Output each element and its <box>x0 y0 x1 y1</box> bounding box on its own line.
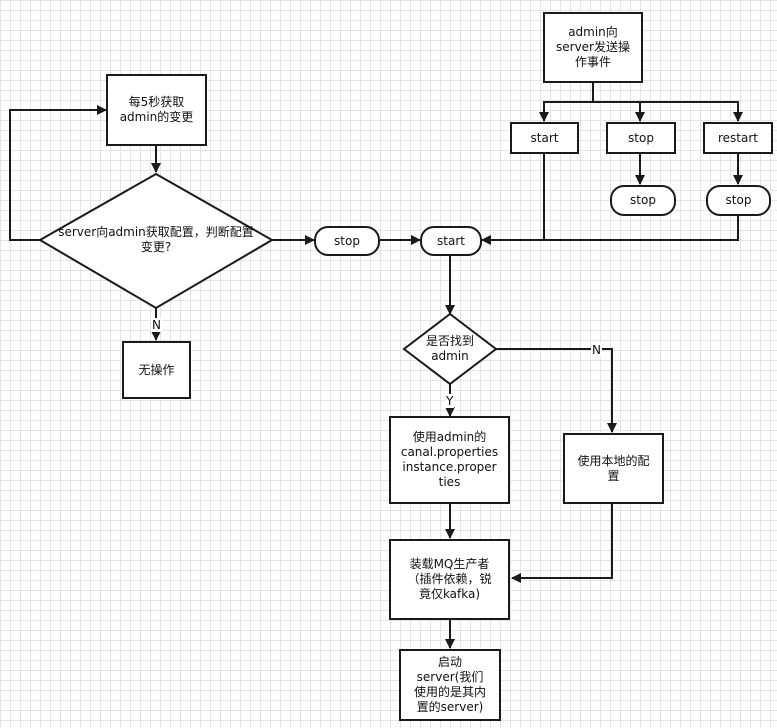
stop-state-under-restart: stop <box>706 185 771 216</box>
edge-restartstop-to-start <box>544 216 739 241</box>
edge-fetch-loop-back <box>9 105 107 241</box>
use-admin-config-box: 使用admin的 canal.properties instance.prope… <box>389 416 510 504</box>
start-state-center: start <box>420 226 482 256</box>
poll-admin-changes-box: 每5秒获取 admin的变更 <box>106 74 207 146</box>
stop-state-left: stop <box>314 226 380 256</box>
event-start-box: start <box>510 122 579 154</box>
launch-server-box: 启动 server(我们 使用的是其内 置的server) <box>399 649 501 721</box>
edge-btnstart-to-start <box>481 154 545 245</box>
found-admin-label: 是否找到 admin <box>425 334 474 363</box>
event-stop-box: stop <box>606 122 676 154</box>
edge-event-to-restart <box>593 101 743 122</box>
edge-event-to-stop <box>593 101 645 122</box>
found-no-label: N <box>591 343 602 357</box>
fetch-config-label: server向admin获取配置，判断配置 变更? <box>58 225 254 254</box>
no-change-label: N <box>151 318 162 332</box>
event-restart-box: restart <box>703 122 773 154</box>
found-admin-diamond <box>402 312 498 386</box>
fetch-config-diamond <box>38 172 274 310</box>
use-local-config-box: 使用本地的配 置 <box>563 433 664 504</box>
edge-found-to-localconfig <box>496 348 617 433</box>
no-operation-box: 无操作 <box>122 341 191 399</box>
found-yes-label: Y <box>445 394 455 408</box>
stop-state-under-stop: stop <box>610 185 676 216</box>
edge-localconfig-to-mq <box>511 504 613 583</box>
load-mq-producer-box: 装载MQ生产者 （插件依赖，锐 竟仅kafka) <box>389 539 510 620</box>
admin-event-box: admin向 server发送操 作事件 <box>543 12 643 83</box>
edge-event-trunk <box>539 83 594 122</box>
